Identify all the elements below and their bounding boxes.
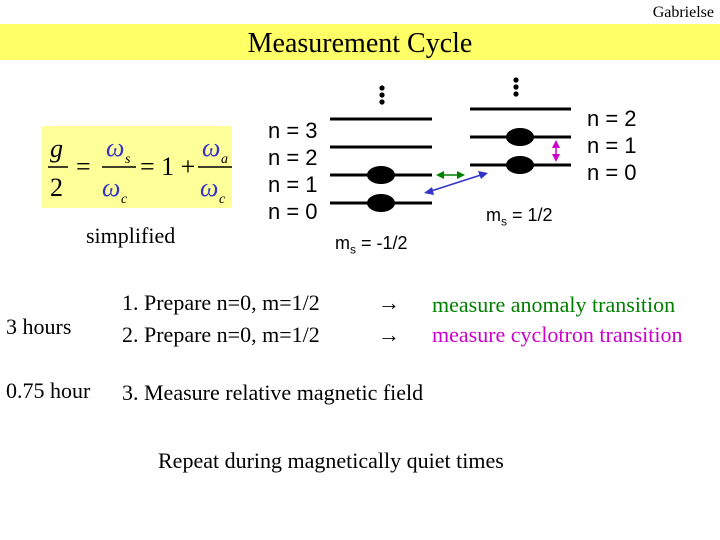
arrow-right-icon: → — [378, 322, 400, 347]
level-label: n = 3 — [268, 118, 318, 143]
right-ellipsis-dot — [513, 77, 519, 83]
author-label: Gabrielse — [652, 4, 714, 21]
simplified-caption: simplified — [86, 223, 176, 248]
electron-right-n0 — [506, 156, 534, 174]
right-spin-label: ms = 1/2 — [486, 205, 553, 229]
step-1: 1. Prepare n=0, m=1/2 — [122, 290, 320, 315]
level-label: n = 2 — [268, 145, 318, 170]
level-label: n = 0 — [587, 160, 637, 185]
level-label: n = 2 — [587, 106, 637, 131]
left-spin-label: ms = -1/2 — [335, 233, 408, 257]
spin-flip-arrow — [424, 171, 488, 195]
step-2: 2. Prepare n=0, m=1/2 — [122, 322, 320, 347]
g-factor-formula: g 2 = ω s ω c = 1 + ω a ω c — [48, 133, 232, 207]
electron-right-n1 — [506, 128, 534, 146]
page-title: Measurement Cycle — [247, 28, 473, 59]
formula-sub-s: s — [125, 152, 131, 167]
anomaly-transition-arrow — [436, 171, 465, 179]
formula-two: 2 — [50, 173, 63, 202]
formula-sub-c-2: c — [219, 192, 226, 207]
repeat-note: Repeat during magnetically quiet times — [158, 448, 504, 473]
level-label: n = 0 — [268, 199, 318, 224]
right-ellipsis-dot — [513, 91, 519, 97]
formula-one-plus: = 1 + — [140, 152, 195, 181]
left-ellipsis-dot — [379, 92, 385, 98]
formula-omega-c-1: ω — [102, 173, 120, 202]
formula-equals: = — [76, 152, 91, 181]
formula-sub-a: a — [221, 152, 228, 167]
title-banner — [0, 24, 720, 60]
formula-g: g — [50, 134, 63, 163]
right-energy-ladder — [470, 77, 571, 174]
level-label: n = 1 — [268, 172, 318, 197]
formula-omega-c-2: ω — [200, 173, 218, 202]
formula-omega-a: ω — [202, 133, 220, 162]
right-level-labels: n = 2 n = 1 n = 0 — [587, 105, 637, 186]
left-ellipsis-dot — [379, 99, 385, 105]
right-ellipsis-dot — [513, 84, 519, 90]
arrow-right-icon: → — [378, 290, 400, 315]
cyclotron-result: measure cyclotron transition — [432, 322, 683, 347]
cyclotron-transition-arrow — [552, 140, 560, 162]
time-three-hours: 3 hours — [6, 314, 72, 339]
left-energy-ladder — [330, 85, 432, 212]
level-label: n = 1 — [587, 133, 637, 158]
time-0-75-hour: 0.75 hour — [6, 378, 91, 403]
anomaly-result: measure anomaly transition — [432, 292, 676, 317]
electron-left-n1 — [367, 166, 395, 184]
formula-sub-c-1: c — [121, 192, 128, 207]
electron-left-n0 — [367, 194, 395, 212]
step-3: 3. Measure relative magnetic field — [122, 380, 424, 405]
left-level-labels: n = 3 n = 2 n = 1 n = 0 — [268, 117, 318, 225]
left-ellipsis-dot — [379, 85, 385, 91]
formula-omega-s: ω — [106, 133, 124, 162]
